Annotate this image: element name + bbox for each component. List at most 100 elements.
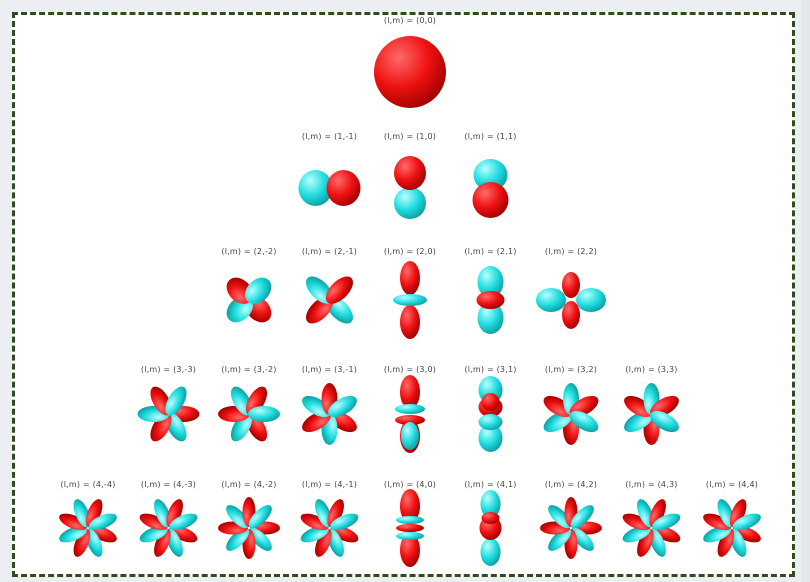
harmonic-l4-m1 — [479, 490, 502, 566]
lobe — [226, 505, 250, 529]
harmonic-label: (l,m) = (3,0) — [383, 365, 437, 374]
lobe — [326, 170, 361, 206]
harmonic-label: (l,m) = (1,1) — [464, 132, 517, 141]
harmonic-label: (l,m) = (4,-3) — [140, 480, 197, 489]
harmonic-label: (l,m) = (3,-1) — [301, 365, 358, 374]
lobe — [394, 156, 426, 190]
harmonic-label: (l,m) = (3,-2) — [221, 365, 277, 374]
harmonic-l1-m-1 — [298, 170, 361, 206]
lobe — [328, 395, 357, 418]
lobe — [400, 261, 420, 295]
harmonic-label: (l,m) = (4,2) — [544, 480, 598, 489]
harmonic-label: (l,m) = (2,-2) — [221, 247, 277, 256]
harmonic-l0-m0 — [374, 36, 446, 108]
lobe — [88, 513, 117, 531]
harmonic-label: (l,m) = (2,2) — [544, 247, 598, 256]
harmonic-l4-m3 — [622, 499, 681, 557]
lobe — [576, 288, 606, 312]
lobe — [650, 410, 679, 433]
lobe — [400, 375, 420, 409]
lobe — [73, 528, 91, 557]
lobe — [732, 513, 761, 531]
lobe — [139, 513, 168, 531]
lobe — [374, 36, 446, 108]
harmonic-label: (l,m) = (3,1) — [464, 365, 517, 374]
harmonic-label: (l,m) = (4,-4) — [60, 480, 116, 489]
harmonic-label: (l,m) = (4,-2) — [221, 480, 277, 489]
lobe — [717, 528, 735, 557]
page-edge — [801, 0, 810, 582]
lobe — [245, 386, 268, 416]
lobe — [548, 505, 572, 529]
lobe — [150, 412, 172, 442]
lobe — [729, 499, 747, 528]
lobe — [245, 277, 272, 304]
lobe — [476, 291, 505, 309]
harmonic-l4-m-4 — [59, 499, 117, 557]
lobe — [400, 305, 420, 339]
harmonic-l4-m-3 — [139, 499, 198, 557]
harmonic-label: (l,m) = (4,1) — [464, 480, 517, 489]
lobe — [480, 538, 501, 566]
harmonic-label: (l,m) = (4,0) — [383, 480, 437, 489]
harmonic-l4-m-2 — [218, 497, 280, 559]
lobe — [536, 288, 566, 312]
harmonic-l3-m0 — [395, 375, 425, 453]
lobe — [298, 170, 333, 206]
lobe — [400, 489, 420, 523]
lobe — [543, 395, 573, 418]
lobe — [325, 276, 354, 304]
lobe — [649, 499, 666, 528]
harmonic-l3-m-2 — [218, 386, 280, 442]
lobe — [315, 528, 332, 557]
lobe — [154, 528, 171, 557]
lobe — [570, 527, 594, 551]
harmonic-label: (l,m) = (0,0) — [383, 16, 437, 25]
lobe — [226, 527, 250, 551]
ring — [396, 524, 424, 532]
lobe — [622, 513, 651, 531]
lobe — [85, 499, 103, 528]
lobe — [302, 395, 331, 418]
lobe — [473, 159, 508, 191]
lobe — [637, 528, 654, 557]
lobe — [166, 499, 183, 528]
lobe — [481, 512, 500, 524]
lobe — [562, 301, 580, 329]
lobe — [480, 490, 501, 518]
lobe — [230, 412, 253, 442]
lobe — [481, 393, 500, 411]
lobe — [169, 513, 198, 531]
harmonic-l3-m1 — [478, 376, 503, 452]
ring — [395, 415, 425, 425]
harmonic-l2-m-1 — [305, 276, 354, 324]
harmonic-label: (l,m) = (1,-1) — [301, 132, 358, 141]
harmonic-l2-m1 — [476, 266, 505, 334]
lobe — [478, 424, 503, 452]
harmonic-label: (l,m) = (2,0) — [383, 247, 437, 256]
lobe — [477, 302, 504, 334]
ring — [393, 294, 427, 306]
lobe — [400, 533, 420, 567]
lobe — [330, 513, 359, 531]
harmonic-label: (l,m) = (3,2) — [544, 365, 598, 374]
lobe — [548, 527, 572, 551]
ring — [396, 532, 424, 540]
lobe — [300, 513, 329, 531]
ring — [396, 516, 424, 524]
ring — [395, 404, 425, 414]
lobe — [570, 505, 594, 529]
harmonic-l3-m-1 — [302, 383, 357, 445]
lobe — [59, 513, 88, 531]
lobe — [477, 266, 504, 298]
harmonic-l4-m-1 — [300, 499, 359, 557]
lobe — [248, 406, 280, 422]
lobe — [327, 499, 344, 528]
harmonic-l3-m3 — [624, 383, 679, 445]
lobe — [248, 527, 272, 551]
harmonic-l4-m2 — [540, 497, 602, 559]
harmonic-label: (l,m) = (4,-1) — [301, 480, 358, 489]
lobe — [394, 187, 426, 219]
lobe — [472, 182, 509, 218]
harmonic-label: (l,m) = (2,1) — [464, 247, 517, 256]
